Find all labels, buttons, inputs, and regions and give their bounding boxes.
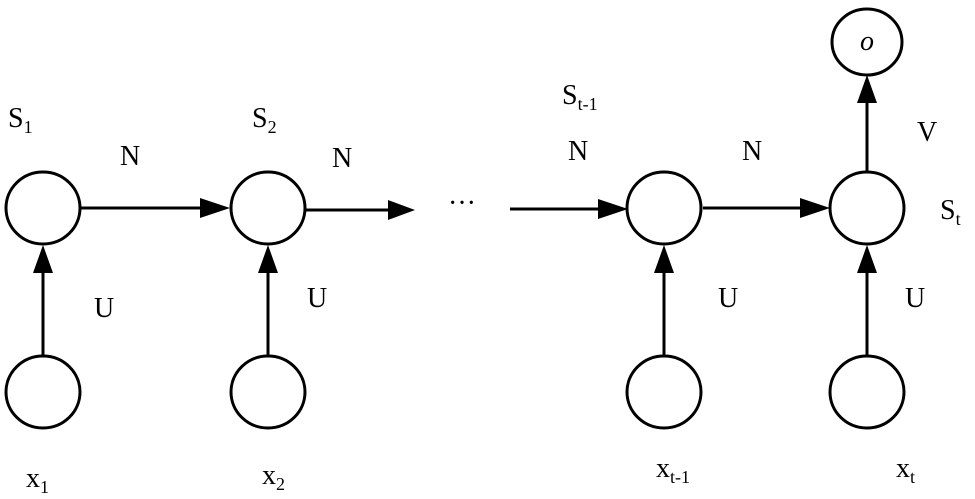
weight-label-u-4: U	[905, 283, 925, 314]
input-node-xt	[828, 354, 906, 430]
weight-label-n-2: N	[332, 143, 352, 174]
arrowhead-ellipsis-st1	[598, 199, 628, 219]
input-node-x2	[229, 354, 307, 430]
state-label-st1: St-1	[562, 80, 598, 114]
arrowhead-xt1-st1	[654, 245, 674, 273]
arrowhead-x2-s2	[258, 245, 278, 273]
weight-label-v: V	[917, 117, 937, 148]
input-label-x2: x2	[262, 460, 285, 494]
input-label-xt: xt	[896, 453, 915, 487]
weight-label-n-3: N	[568, 136, 588, 167]
state-node-s1	[4, 170, 82, 246]
weight-label-n-1: N	[120, 141, 140, 172]
arrowhead-st1-st	[800, 198, 830, 218]
weight-label-u-2: U	[307, 283, 327, 314]
input-node-xt1	[625, 354, 703, 430]
ellipsis: ···	[448, 188, 476, 219]
state-label-s1: S1	[8, 103, 33, 137]
input-label-x1: x1	[26, 463, 49, 497]
arrowhead-st-o	[857, 75, 877, 103]
input-node-x1	[4, 354, 82, 430]
state-node-st1	[625, 170, 703, 246]
state-node-st	[828, 170, 906, 246]
output-node-label: o	[860, 26, 874, 57]
arrowhead-s1-s2	[200, 198, 230, 218]
arrowhead-x1-s1	[33, 245, 53, 273]
weight-label-u-1: U	[94, 293, 114, 324]
weight-label-u-3: U	[718, 283, 738, 314]
state-label-st: St	[940, 195, 961, 229]
arrowhead-xt-st	[857, 245, 877, 273]
output-node	[830, 7, 904, 77]
state-node-s2	[229, 170, 307, 246]
weight-label-n-4: N	[742, 136, 762, 167]
input-label-xt1: xt-1	[656, 453, 690, 487]
state-label-s2: S2	[252, 103, 277, 137]
arrowhead-s2-ellipsis	[388, 200, 415, 220]
